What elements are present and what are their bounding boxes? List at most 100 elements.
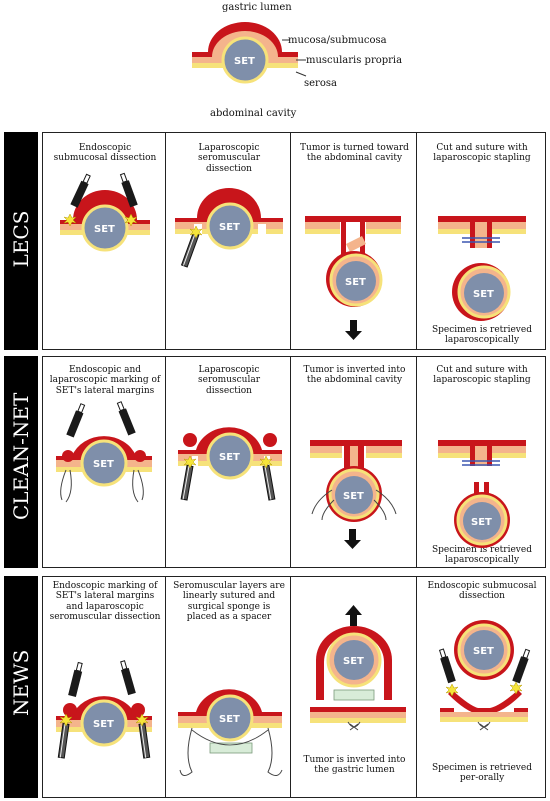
- tumor: [206, 202, 254, 250]
- lecs-step-1-figure: SET: [60, 172, 150, 252]
- tumor: [464, 630, 504, 670]
- tumor: [81, 204, 129, 252]
- muscularis-layer: [310, 712, 406, 718]
- tumor: [463, 502, 501, 540]
- serosa-layer: [440, 717, 528, 722]
- suture-thread: [373, 489, 397, 521]
- mucosa-layer: [310, 707, 406, 712]
- set-label: SET: [93, 459, 114, 470]
- legend-abdominal-cavity: abdominal cavity: [210, 108, 297, 119]
- clean-net-step-3-figure: SET: [310, 440, 402, 549]
- news-step-3-figure: SET: [310, 605, 406, 731]
- caption: Endoscopic and laparoscopic marking of S…: [49, 365, 161, 396]
- mucosa-layer: [310, 440, 402, 446]
- mucosa-layer: [438, 216, 526, 222]
- tumor: [80, 439, 128, 487]
- tumor: [80, 699, 128, 747]
- arrow-down-icon: [345, 320, 362, 340]
- suture-thread: [60, 469, 72, 503]
- laparoscopic-grasper-icon: [262, 464, 276, 501]
- arrow-up-icon: [345, 605, 362, 626]
- lecs-step-3-figure: SET: [305, 216, 401, 340]
- endoscope-icon: [511, 648, 532, 684]
- lecs-step-2-figure: SET: [175, 188, 283, 268]
- legend-mucosa: mucosa/submucosa: [288, 35, 387, 46]
- set-label: SET: [343, 491, 364, 502]
- endoscope-icon: [118, 659, 137, 696]
- set-label: SET: [471, 517, 492, 528]
- news-step-1-figure: SET: [56, 659, 152, 759]
- set-label: SET: [219, 714, 240, 725]
- caption: Endoscopic submucosal dissection: [427, 581, 537, 602]
- caption: Cut and suture with laparoscopic staplin…: [433, 143, 531, 164]
- staple-line: [462, 237, 500, 243]
- mucosa-layer: [438, 440, 526, 446]
- tumor: [206, 694, 254, 742]
- set-label: SET: [343, 656, 364, 667]
- lecs-step-4-figure: SET: [438, 216, 526, 321]
- caption: Cut and suture with laparoscopic staplin…: [433, 365, 531, 386]
- set-label: SET: [219, 222, 240, 233]
- clean-net-step-2-figure: SET: [178, 427, 282, 501]
- legend-set-label: SET: [234, 56, 255, 67]
- caption: Endoscopic submucosal dissection: [53, 143, 157, 164]
- mucosa-layer: [448, 690, 522, 714]
- set-label: SET: [93, 719, 114, 730]
- inverted-wall: [316, 626, 392, 700]
- legend-diagram: SET: [192, 22, 298, 84]
- cell-news-step-2: Seromuscular layers are linearly sutured…: [165, 576, 291, 798]
- staple-line: [462, 460, 500, 466]
- set-label: SET: [345, 277, 366, 288]
- arrow-down-icon: [344, 529, 361, 549]
- surgical-sponge: [209, 742, 253, 754]
- row-header-clean-net: CLEAN-NET: [4, 356, 38, 568]
- caption: Endoscopic marking of SET's lateral marg…: [49, 581, 161, 623]
- set-label: SET: [473, 646, 494, 657]
- cell-news-step-1: Endoscopic marking of SET's lateral marg…: [42, 576, 166, 798]
- tumor: [335, 476, 373, 514]
- row-header-lecs: LECS: [4, 132, 38, 350]
- muscularis-layer: [440, 712, 528, 717]
- cell-news-step-4: Endoscopic submucosal dissection Specime…: [416, 576, 546, 798]
- endoscope-icon: [437, 647, 457, 684]
- news-step-4-figure: SET: [437, 620, 532, 731]
- endoscope-icon: [115, 400, 137, 436]
- endoscope-icon: [65, 402, 87, 438]
- suture-thread: [311, 489, 335, 521]
- surgical-sponge: [333, 689, 375, 701]
- note: Specimen is retrieved laparoscopically: [432, 325, 532, 346]
- mucosa-layer: [305, 216, 401, 222]
- tumor: [336, 261, 376, 301]
- tumor: [334, 640, 374, 680]
- tumor: [464, 273, 504, 313]
- legend-serosa: serosa: [304, 78, 337, 89]
- serosa-layer: [310, 718, 406, 723]
- clean-net-step-4-figure: SET: [438, 440, 526, 548]
- caption: Tumor is inverted into the abdominal cav…: [303, 365, 406, 386]
- news-step-2-figure: SET: [178, 689, 283, 776]
- set-label: SET: [473, 289, 494, 300]
- suture-knot: [477, 721, 491, 731]
- caption: Seromuscular layers are linearly sutured…: [173, 581, 285, 623]
- row-header-news: NEWS: [4, 576, 38, 798]
- clean-net-step-1-figure: SET: [56, 400, 152, 503]
- set-label: SET: [94, 224, 115, 235]
- tumor: [206, 432, 254, 480]
- suture-thread: [179, 727, 283, 776]
- caption: Laparoscopic seromuscular dissection: [198, 365, 260, 396]
- endoscope-icon: [67, 661, 85, 698]
- legend-tumor: [221, 36, 269, 84]
- note: Specimen is retrieved per-orally: [432, 763, 532, 784]
- caption: Tumor is turned toward the abdominal cav…: [300, 143, 409, 164]
- legend-gastric-lumen: gastric lumen: [222, 2, 292, 13]
- laparoscopic-grasper-icon: [180, 464, 194, 501]
- suture-knot: [347, 721, 361, 731]
- legend-leader-lines: [282, 39, 307, 77]
- caption: Laparoscopic seromuscular dissection: [198, 143, 260, 174]
- note: Tumor is inverted into the gastric lumen: [303, 755, 406, 776]
- note: Specimen is retrieved laparoscopically: [432, 545, 532, 566]
- set-label: SET: [219, 452, 240, 463]
- suture-thread: [132, 469, 144, 503]
- legend-muscularis: muscularis propria: [306, 55, 403, 66]
